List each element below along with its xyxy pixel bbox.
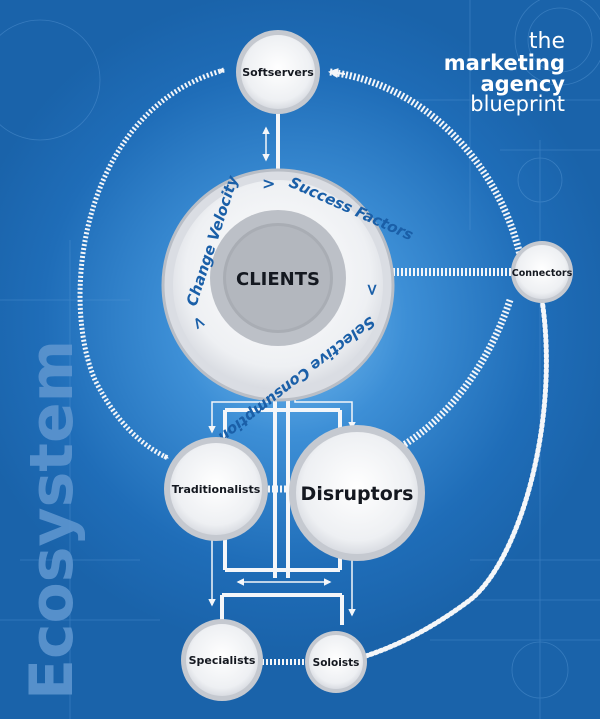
- clients-node: CLIENTS Change Velocity > Success Factor…: [161, 168, 416, 446]
- specialists-node: Specialists: [181, 619, 263, 701]
- connectors-node: Connectors: [511, 241, 573, 303]
- soloists-label: Soloists: [313, 657, 360, 669]
- brand-line-the: the: [529, 29, 565, 54]
- disruptors-label: Disruptors: [301, 483, 414, 505]
- softservers-node: Softservers: [236, 30, 320, 114]
- soloists-node: Soloists: [305, 631, 367, 693]
- brand-line-marketing: marketing: [444, 51, 565, 75]
- brand-logo: the marketing agency blueprint: [444, 29, 566, 116]
- softservers-label: Softservers: [242, 66, 314, 79]
- specialists-label: Specialists: [189, 654, 256, 667]
- outer-ring: [329, 68, 524, 454]
- traditionalists-label: Traditionalists: [172, 483, 261, 496]
- left-arc: [77, 67, 225, 461]
- arc-connectors-disruptors: [393, 298, 514, 454]
- clients-label: CLIENTS: [236, 269, 320, 290]
- ring-sep-1: >: [262, 174, 275, 193]
- side-title: Ecosystem: [17, 340, 87, 700]
- arc-outer-arrowhead-top: [328, 68, 346, 79]
- brand-line-blueprint: blueprint: [470, 92, 565, 116]
- connector-dotted-line: [349, 297, 549, 663]
- arc-softservers-connectors: [329, 68, 524, 256]
- brand-line-agency: agency: [480, 72, 565, 96]
- traditionalists-node: Traditionalists: [164, 437, 268, 541]
- arc-softservers-traditionalists: [77, 67, 225, 461]
- disruptors-node: Disruptors: [289, 425, 425, 561]
- connectors-label: Connectors: [512, 268, 573, 279]
- ring-sep-2: >: [363, 283, 382, 296]
